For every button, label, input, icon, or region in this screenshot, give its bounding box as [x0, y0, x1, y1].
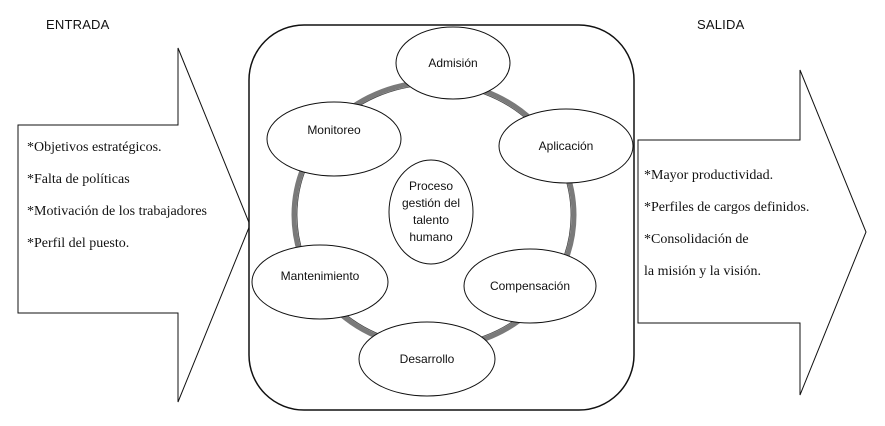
node-desarrollo-shape — [358, 321, 496, 397]
input-item: *Falta de políticas — [27, 172, 130, 187]
node-compensacion-shape — [463, 248, 597, 324]
output-list: *Mayor productividad. *Perfiles de cargo… — [644, 168, 814, 296]
node-monitoreo: Monitoreo — [307, 123, 361, 137]
output-item: *Perfiles de cargos definidos. — [644, 200, 810, 215]
input-item: *Perfil del puesto. — [27, 236, 130, 251]
node-aplicacion: Aplicación — [538, 139, 594, 153]
center-line: Proceso — [408, 179, 454, 193]
center-line: gestión del — [401, 196, 461, 210]
output-item: la misión y la visión. — [644, 264, 762, 279]
node-monitoreo-shape — [266, 101, 402, 177]
node-admision-shape — [395, 26, 511, 100]
input-header: ENTRADA — [46, 17, 110, 32]
node-desarrollo: Desarrollo — [399, 352, 455, 366]
input-item: *Objetivos estratégicos. — [27, 140, 162, 155]
node-mantenimiento-shape — [251, 244, 389, 320]
center-line: talento — [412, 213, 450, 227]
output-item: *Mayor productividad. — [644, 168, 774, 183]
center-label: Proceso gestión del talento humano — [389, 160, 473, 264]
node-mantenimiento: Mantenimiento — [280, 269, 360, 283]
input-item: *Motivación de los trabajadores — [27, 204, 208, 219]
output-header: SALIDA — [697, 17, 745, 32]
output-arrow — [637, 69, 867, 396]
center-line: humano — [409, 230, 453, 244]
node-admision: Admisión — [428, 56, 478, 70]
output-item: *Consolidación de — [644, 232, 749, 247]
node-aplicacion-shape — [498, 108, 634, 184]
center-ellipse — [388, 159, 474, 265]
input-arrow — [17, 47, 251, 403]
node-compensacion: Compensación — [489, 279, 571, 293]
input-list: *Objetivos estratégicos. *Falta de polít… — [27, 140, 247, 268]
